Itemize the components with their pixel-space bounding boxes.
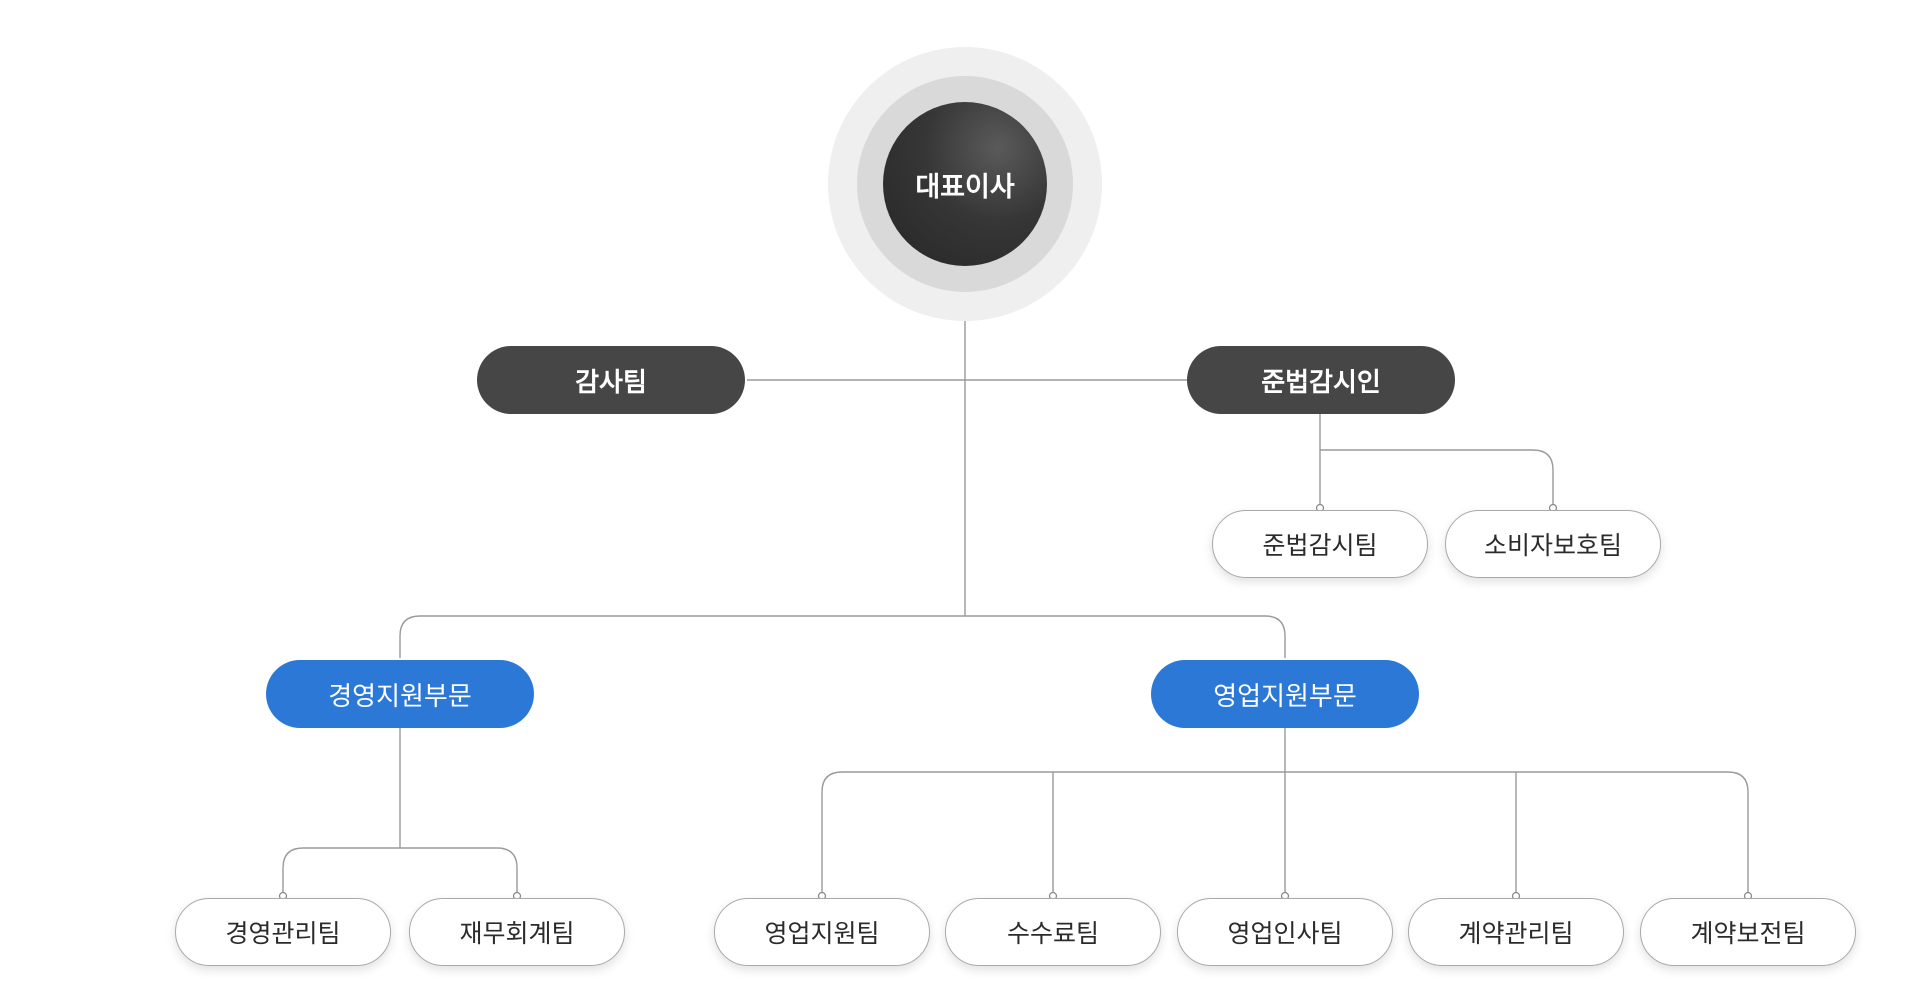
connector-compliance-branch [1320, 449, 1554, 508]
compliance-officer-node: 준법감시인 [1187, 346, 1455, 414]
sales-support-team-node: 영업지원팀 [714, 898, 930, 966]
contract-management-team-node: 계약관리팀 [1408, 898, 1624, 966]
finance-accounting-team-node: 재무회계팀 [409, 898, 625, 966]
connector-sales-branch [821, 771, 1749, 896]
audit-team-node: 감사팀 [477, 346, 745, 414]
management-support-division-node: 경영지원부문 [266, 660, 534, 728]
connector-mgmt-branch [282, 847, 518, 896]
connector-divisions-bar [399, 615, 1286, 658]
commission-team-node: 수수료팀 [945, 898, 1161, 966]
management-admin-team-node: 경영관리팀 [175, 898, 391, 966]
sales-support-division-node: 영업지원부문 [1151, 660, 1419, 728]
ceo-node: 대표이사 [883, 102, 1047, 266]
compliance-monitoring-team-node: 준법감시팀 [1212, 510, 1428, 578]
sales-hr-team-node: 영업인사팀 [1177, 898, 1393, 966]
contract-maintenance-team-node: 계약보전팀 [1640, 898, 1856, 966]
consumer-protection-team-node: 소비자보호팀 [1445, 510, 1661, 578]
